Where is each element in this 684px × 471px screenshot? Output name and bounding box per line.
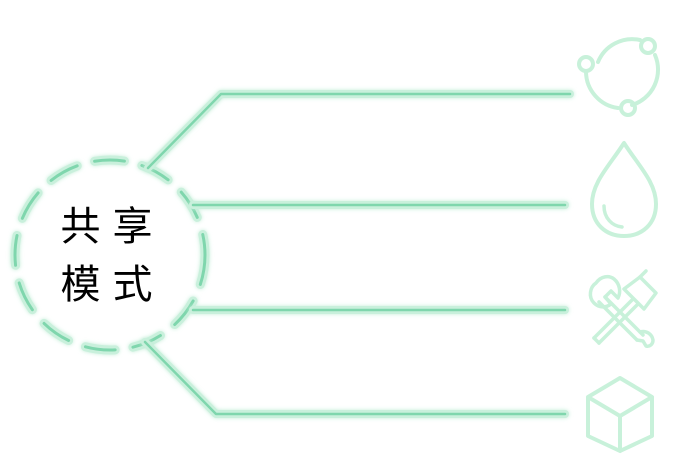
- connector-lines: [141, 90, 574, 418]
- hub-label: 共享 模式: [55, 198, 170, 314]
- network-nodes-icon: [577, 37, 661, 117]
- connector-line-4: [141, 338, 569, 418]
- hub-label-line-1: 共享: [60, 204, 165, 250]
- wrench-hammer-icon: [588, 269, 658, 348]
- hub-circle: [10, 155, 210, 355]
- cube-icon: [586, 376, 654, 453]
- hub-label-line-2: 模式: [60, 262, 165, 308]
- connector-line-1: [144, 90, 574, 172]
- water-drop-icon: [590, 141, 658, 238]
